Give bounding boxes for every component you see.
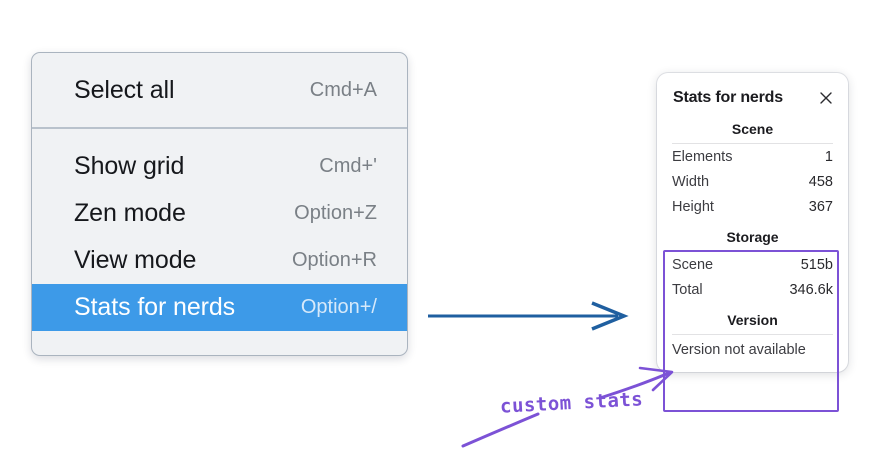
menu-item-select-all[interactable]: Select all Cmd+A: [32, 67, 407, 114]
stats-for-nerds-panel: Stats for nerds Scene Elements 1 Width 4…: [657, 73, 848, 372]
menu-item-label: View mode: [74, 246, 197, 274]
stat-value: 458: [808, 174, 833, 190]
flow-arrow-icon: [428, 301, 629, 331]
section-heading-scene: Scene: [731, 121, 774, 137]
section-divider: [672, 334, 833, 335]
panel-title: Stats for nerds: [673, 89, 783, 106]
menu-item-shortcut: Option+Z: [294, 202, 377, 224]
stat-row: Total 346.6k: [671, 277, 834, 302]
menu-item-label: Show grid: [74, 152, 185, 180]
menu-item-shortcut: Cmd+': [319, 155, 377, 177]
menu-item-view-mode[interactable]: View mode Option+R: [32, 237, 407, 284]
close-icon[interactable]: [818, 90, 834, 106]
handwritten-annotation-label: custom stats: [499, 388, 644, 418]
stat-value: 346.6k: [789, 282, 833, 298]
stat-row: Elements 1: [671, 144, 834, 169]
stat-value: 367: [808, 199, 833, 215]
context-menu[interactable]: Select all Cmd+A Show grid Cmd+' Zen mod…: [31, 52, 408, 356]
handwritten-underline-stroke: [461, 412, 540, 448]
section-divider: [672, 143, 833, 144]
menu-section-1: Select all Cmd+A: [32, 53, 407, 127]
menu-item-shortcut: Cmd+A: [309, 79, 377, 101]
section-heading-version: Version: [727, 312, 778, 328]
menu-item-zen-mode[interactable]: Zen mode Option+Z: [32, 190, 407, 237]
menu-section-2: Show grid Cmd+' Zen mode Option+Z View m…: [32, 127, 407, 355]
menu-item-label: Zen mode: [74, 199, 186, 227]
menu-item-shortcut: Option+R: [291, 249, 377, 271]
stat-label: Elements: [672, 149, 733, 165]
menu-bottom-padding: [32, 331, 407, 355]
stat-label: Height: [672, 199, 714, 215]
panel-header: Stats for nerds: [657, 85, 848, 111]
stat-row: Scene 515b: [671, 252, 834, 277]
stat-value: 1: [824, 149, 833, 165]
stat-label: Total: [672, 282, 703, 298]
version-note: Version not available: [672, 342, 806, 358]
stat-value: 515b: [800, 257, 833, 273]
menu-item-shortcut: Option+/: [300, 296, 377, 318]
section-heading-storage: Storage: [726, 229, 779, 245]
stat-label: Scene: [672, 257, 714, 273]
stat-row: Height 367: [671, 194, 834, 219]
menu-item-label: Select all: [74, 76, 175, 104]
panel-body: Scene Elements 1 Width 458 Height 367 St…: [657, 111, 848, 362]
stat-row: Width 458: [671, 169, 834, 194]
menu-item-label: Stats for nerds: [74, 293, 236, 321]
menu-item-show-grid[interactable]: Show grid Cmd+': [32, 143, 407, 190]
menu-item-stats-for-nerds[interactable]: Stats for nerds Option+/: [32, 284, 407, 331]
stat-label: Width: [672, 174, 710, 190]
